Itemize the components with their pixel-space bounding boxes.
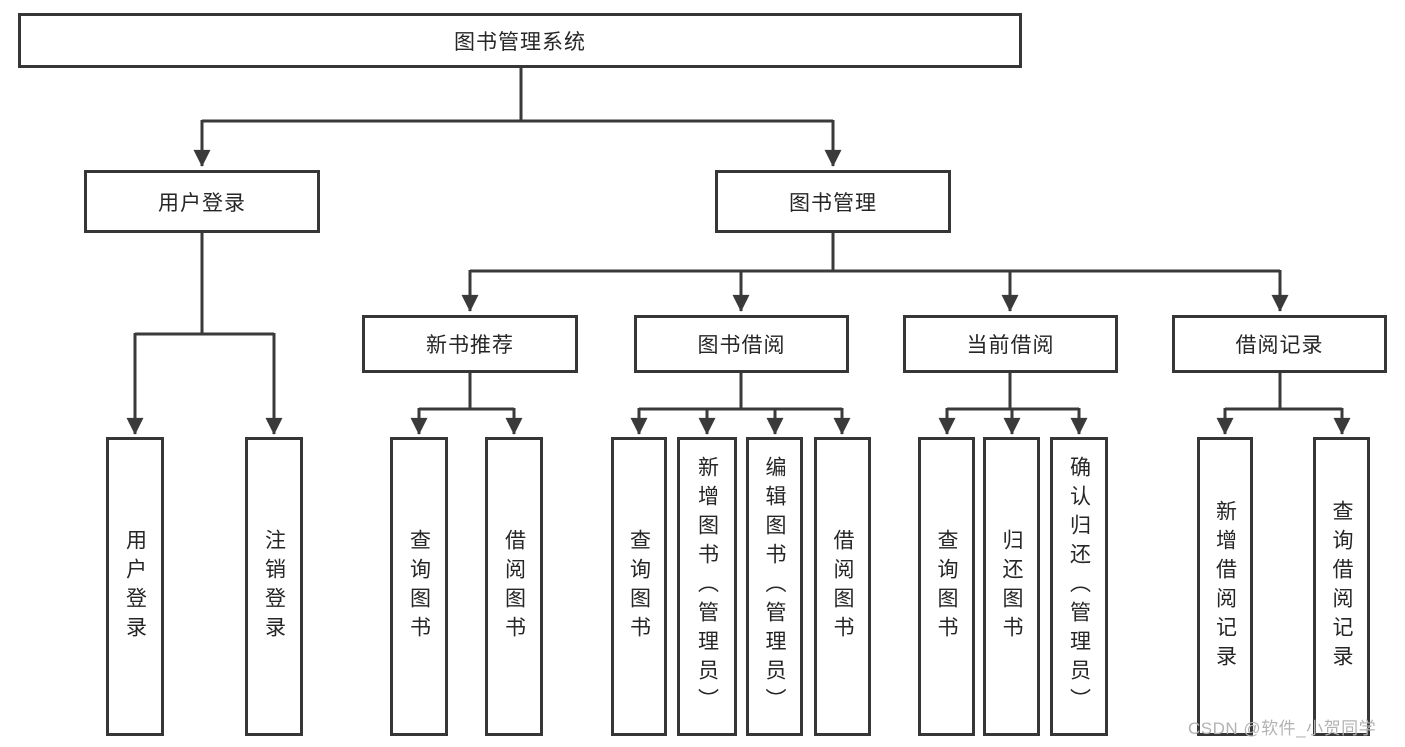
wire-newbooks-split bbox=[419, 372, 514, 411]
leaf-confirm-return-admin: 确认归还（管理员） bbox=[1050, 437, 1108, 736]
wire-userlogin-split bbox=[135, 232, 274, 336]
leaf-logout-login: 注销登录 bbox=[245, 437, 303, 736]
leaf-borrow-books: 借阅图书 bbox=[814, 437, 871, 736]
leaf-query-books-current-label: 查询图书 bbox=[935, 528, 958, 645]
leaf-return-books-label: 归还图书 bbox=[1000, 528, 1023, 645]
leaf-query-borrow-record-label: 查询借阅记录 bbox=[1330, 499, 1353, 674]
leaf-query-books-newrec-label: 查询图书 bbox=[407, 528, 431, 645]
node-current-borrowing: 当前借阅 bbox=[903, 315, 1118, 373]
csdn-watermark: CSDN @软件_小贺同学 bbox=[1188, 719, 1377, 738]
leaf-add-borrow-record: 新增借阅记录 bbox=[1197, 437, 1253, 736]
leaf-borrow-books-newrec-label: 借阅图书 bbox=[502, 528, 526, 645]
leaf-add-books-admin-label: 新增图书（管理员） bbox=[695, 456, 719, 717]
node-book-management: 图书管理 bbox=[715, 170, 951, 233]
node-library-system: 图书管理系统 bbox=[18, 13, 1022, 68]
node-user-login: 用户登录 bbox=[84, 170, 320, 233]
leaf-query-books-borrow: 查询图书 bbox=[611, 437, 667, 736]
leaf-user-login: 用户登录 bbox=[106, 437, 164, 736]
leaf-borrow-books-newrec: 借阅图书 bbox=[485, 437, 543, 736]
leaf-query-books-borrow-label: 查询图书 bbox=[627, 528, 651, 645]
node-new-book-recommend: 新书推荐 bbox=[362, 315, 578, 373]
leaf-edit-books-admin: 编辑图书（管理员） bbox=[746, 437, 803, 736]
wire-bookborrow-split bbox=[639, 372, 842, 411]
leaf-user-login-label: 用户登录 bbox=[123, 528, 147, 645]
leaf-query-books-current: 查询图书 bbox=[918, 437, 975, 736]
leaf-logout-login-label: 注销登录 bbox=[262, 528, 286, 645]
leaf-add-borrow-record-label: 新增借阅记录 bbox=[1213, 499, 1237, 674]
leaf-return-books: 归还图书 bbox=[983, 437, 1040, 736]
wire-currentborrow-split bbox=[947, 372, 1079, 411]
node-current-borrowing-label: 当前借阅 bbox=[966, 334, 1055, 357]
leaf-confirm-return-admin-label: 确认归还（管理员） bbox=[1067, 456, 1091, 717]
leaf-query-books-newrec: 查询图书 bbox=[390, 437, 448, 736]
node-book-borrowing: 图书借阅 bbox=[634, 315, 849, 373]
wire-root-split bbox=[202, 68, 833, 123]
node-book-management-label: 图书管理 bbox=[789, 191, 877, 215]
node-borrowing-records-label: 借阅记录 bbox=[1235, 334, 1324, 357]
leaf-edit-books-admin-label: 编辑图书（管理员） bbox=[763, 456, 786, 717]
wire-bookmgmt-split bbox=[470, 232, 1280, 273]
node-user-login-label: 用户登录 bbox=[158, 191, 246, 215]
leaf-query-borrow-record: 查询借阅记录 bbox=[1313, 437, 1370, 736]
node-new-book-recommend-label: 新书推荐 bbox=[426, 334, 514, 357]
node-library-system-label: 图书管理系统 bbox=[454, 30, 586, 54]
leaf-borrow-books-label: 借阅图书 bbox=[831, 528, 854, 645]
leaf-add-books-admin: 新增图书（管理员） bbox=[677, 437, 737, 736]
node-borrowing-records: 借阅记录 bbox=[1172, 315, 1387, 373]
node-book-borrowing-label: 图书借阅 bbox=[697, 334, 786, 357]
wire-records-split bbox=[1225, 372, 1342, 411]
